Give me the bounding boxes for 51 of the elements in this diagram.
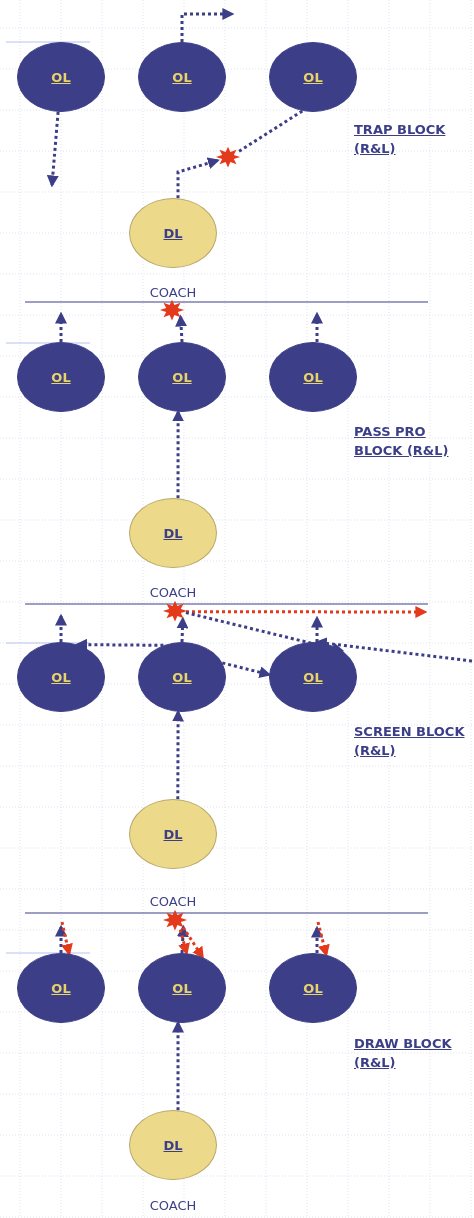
play-title: TRAP BLOCK (R&L) bbox=[354, 121, 447, 158]
dotted-arrow bbox=[46, 111, 60, 188]
player-ellipse bbox=[138, 642, 226, 712]
play-title: SCREEN BLOCK (R&L) bbox=[354, 723, 466, 760]
dotted-arrow bbox=[311, 925, 323, 954]
dotted-arrow bbox=[75, 638, 164, 651]
dotted-arrow bbox=[186, 606, 428, 618]
position-label: OL bbox=[303, 669, 323, 685]
dotted-arrow bbox=[175, 314, 188, 343]
position-label: OL bbox=[51, 980, 71, 996]
dotted-arrow bbox=[55, 311, 67, 342]
player-ellipse bbox=[17, 42, 105, 112]
collision-burst bbox=[162, 600, 188, 622]
caption-text: COACH bbox=[148, 1198, 198, 1213]
play-title: PASS PRO BLOCK (R&L) bbox=[354, 423, 450, 460]
dotted-arrow bbox=[181, 926, 204, 960]
position-label: DL bbox=[163, 826, 183, 842]
dotted-arrow bbox=[316, 921, 330, 957]
dotted-arrow bbox=[176, 616, 189, 643]
caption-text: COACH bbox=[148, 894, 198, 909]
position-label: OL bbox=[303, 980, 323, 996]
dotted-arrow bbox=[55, 613, 67, 642]
position-label: OL bbox=[303, 369, 323, 385]
position-label: OL bbox=[172, 69, 192, 85]
position-label: DL bbox=[163, 525, 183, 541]
position-label: DL bbox=[163, 225, 183, 241]
dotted-arrow bbox=[311, 311, 323, 343]
player-ellipse bbox=[17, 642, 105, 712]
dotted-arrow bbox=[55, 924, 67, 953]
player-ellipse bbox=[269, 642, 357, 712]
position-label: OL bbox=[172, 980, 192, 996]
position-label: DL bbox=[163, 1137, 183, 1153]
collision-burst bbox=[159, 299, 185, 321]
collision-burst bbox=[162, 909, 188, 931]
dotted-arrow bbox=[180, 8, 235, 42]
dotted-arrow bbox=[176, 157, 220, 199]
collision-burst bbox=[215, 146, 241, 168]
position-label: OL bbox=[51, 369, 71, 385]
play-title: DRAW BLOCK (R&L) bbox=[354, 1035, 453, 1072]
caption-text: COACH bbox=[148, 585, 198, 600]
caption-text: COACH bbox=[148, 285, 198, 300]
dotted-arrow bbox=[176, 924, 189, 954]
position-label: OL bbox=[172, 669, 192, 685]
player-ellipse bbox=[138, 42, 226, 112]
dotted-arrow bbox=[311, 615, 323, 643]
position-label: OL bbox=[51, 69, 71, 85]
player-ellipse bbox=[17, 342, 105, 412]
position-label: OL bbox=[172, 369, 192, 385]
position-label: OL bbox=[303, 69, 323, 85]
position-label: OL bbox=[51, 669, 71, 685]
player-ellipse bbox=[17, 953, 105, 1023]
